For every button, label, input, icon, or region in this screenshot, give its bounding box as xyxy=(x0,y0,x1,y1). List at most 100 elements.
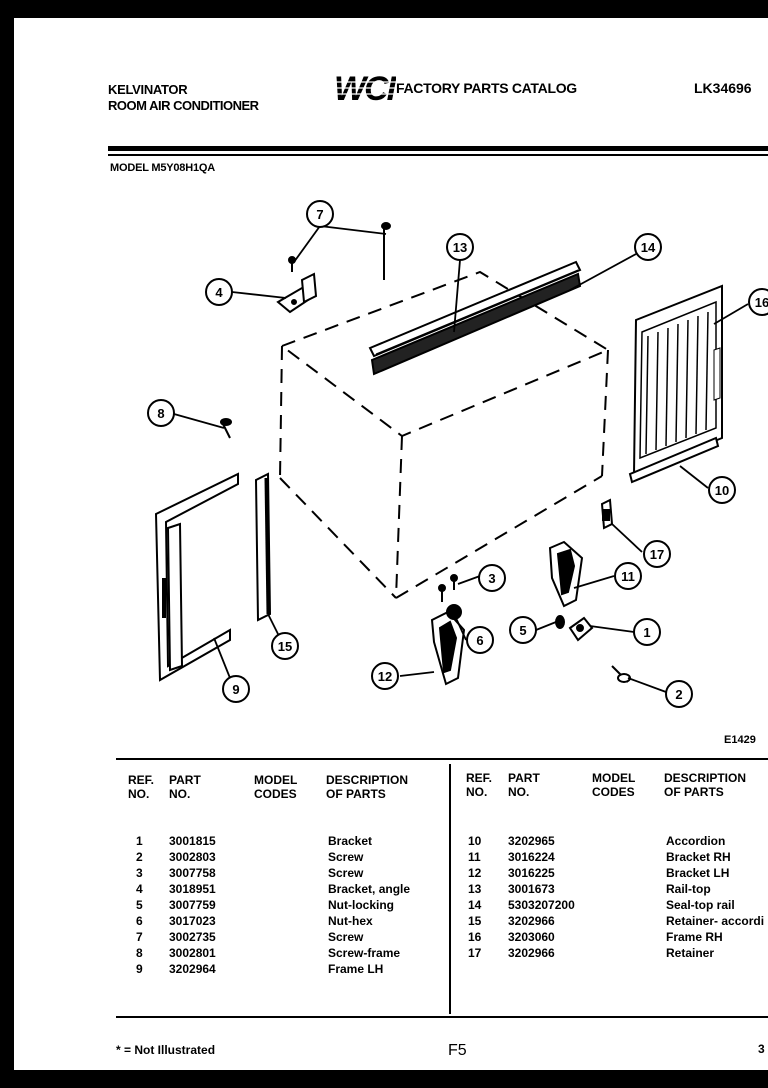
part-number: 3017023 xyxy=(169,914,216,928)
left-part-column: 3001815 3002803 3007758 3018951 3007759 … xyxy=(169,833,216,977)
table-row: 3 xyxy=(136,866,143,880)
logo-text: WCI xyxy=(334,70,396,104)
callout-10: 10 xyxy=(708,476,736,504)
part-description: Rail-top xyxy=(666,882,711,896)
callout-15: 15 xyxy=(271,632,299,660)
exploded-diagram: 1 2 3 4 5 6 7 8 9 10 11 12 13 14 15 16 1… xyxy=(147,200,768,708)
wci-logo: WCI xyxy=(332,70,396,104)
table-bottom-rule xyxy=(116,1016,768,1018)
retainer-accordion xyxy=(254,472,272,622)
table-row: 10 xyxy=(468,834,482,848)
callout-5: 5 xyxy=(509,616,537,644)
part-description: Bracket LH xyxy=(666,866,730,880)
bracket-rh xyxy=(548,540,584,608)
part-description: Seal-top rail xyxy=(666,898,735,912)
left-ref-column: 1 2 3 4 5 6 7 8 9 xyxy=(136,833,143,977)
callout-6: 6 xyxy=(466,626,494,654)
frame-lh xyxy=(154,472,239,682)
table-row: 8 xyxy=(136,946,143,960)
part-number: 3002803 xyxy=(169,850,216,864)
svg-text:11: 11 xyxy=(621,569,635,584)
table-row: 16 xyxy=(468,930,482,944)
table-row: 11 xyxy=(468,850,481,864)
catalog-number: LK34696 xyxy=(694,80,752,96)
part-description: Accordion xyxy=(666,834,726,848)
header-ref-right: REF.NO. xyxy=(466,771,493,799)
figure-id: E1429 xyxy=(724,734,756,746)
table-row: 15 xyxy=(468,914,482,928)
left-desc-column: Bracket Screw Screw Bracket, angle Nut-l… xyxy=(328,833,410,977)
part-number: 3018951 xyxy=(169,882,216,896)
table-row: 6 xyxy=(136,914,143,928)
cabinet-outline xyxy=(279,270,611,599)
right-ref-column: 10 11 12 13 14 15 16 17 xyxy=(468,833,481,961)
callout-1: 1 xyxy=(633,618,661,646)
footnote: * = Not Illustrated xyxy=(116,1043,216,1057)
retainer-17 xyxy=(600,498,614,530)
svg-text:9: 9 xyxy=(232,682,239,697)
table-column-divider xyxy=(449,764,451,1014)
part-description: Bracket, angle xyxy=(328,882,411,896)
part-description: Bracket RH xyxy=(666,850,731,864)
callout-16: 16 xyxy=(748,288,768,316)
screw-3b xyxy=(450,574,458,590)
catalog-sheet: KELVINATOR ROOM AIR CONDITIONER WCI FACT… xyxy=(14,18,768,1070)
screw-3a xyxy=(438,584,446,602)
part-number: 3202964 xyxy=(169,962,216,976)
part-description: Screw xyxy=(328,866,364,880)
svg-text:6: 6 xyxy=(476,633,483,648)
brand-name: KELVINATOR xyxy=(108,82,188,97)
svg-text:7: 7 xyxy=(316,207,323,222)
part-number: 3007758 xyxy=(169,866,216,880)
part-number: 3202966 xyxy=(508,914,555,928)
header-rule-thick xyxy=(108,146,768,151)
svg-text:3: 3 xyxy=(488,571,495,586)
callout-14: 14 xyxy=(634,233,662,261)
part-description: Screw xyxy=(328,850,364,864)
part-number: 3001815 xyxy=(169,834,216,848)
accordion-pleats xyxy=(645,311,709,455)
nut-hex xyxy=(446,604,462,620)
part-number: 3016224 xyxy=(508,850,555,864)
table-row: 12 xyxy=(468,866,482,880)
leader-lines xyxy=(173,225,749,693)
svg-text:15: 15 xyxy=(278,639,292,654)
angle-bracket xyxy=(276,272,318,314)
page-tail: 3 xyxy=(758,1042,765,1056)
callout-17: 17 xyxy=(643,540,671,568)
part-description: Bracket xyxy=(328,834,373,848)
part-number: 3001673 xyxy=(508,882,555,896)
callout-9: 9 xyxy=(222,675,250,703)
table-top-rule xyxy=(116,758,768,760)
part-number: 3202966 xyxy=(508,946,555,960)
part-description: Screw xyxy=(328,930,364,944)
svg-text:10: 10 xyxy=(715,483,729,498)
part-description: Retainer xyxy=(666,946,715,960)
svg-text:12: 12 xyxy=(378,669,392,684)
model-number: MODEL M5Y08H1QA xyxy=(110,162,215,174)
part-description: Frame LH xyxy=(328,962,384,976)
right-desc-column: Accordion Bracket RH Bracket LH Rail-top… xyxy=(666,833,764,961)
bracket-lh xyxy=(430,610,466,686)
callout-3: 3 xyxy=(478,564,506,592)
part-number: 3007759 xyxy=(169,898,216,912)
svg-text:13: 13 xyxy=(453,240,467,255)
part-description: Nut-locking xyxy=(328,898,394,912)
callout-12: 12 xyxy=(371,662,399,690)
part-number: 3016225 xyxy=(508,866,555,880)
callout-11: 11 xyxy=(614,562,642,590)
table-row: 7 xyxy=(136,930,143,944)
svg-text:8: 8 xyxy=(157,406,164,421)
part-description: Retainer- accordi xyxy=(666,914,765,928)
screw-7a xyxy=(381,222,391,280)
part-description: Nut-hex xyxy=(328,914,373,928)
screw-8 xyxy=(220,418,232,439)
nut-locking xyxy=(555,615,565,629)
table-row: 4 xyxy=(136,882,143,896)
